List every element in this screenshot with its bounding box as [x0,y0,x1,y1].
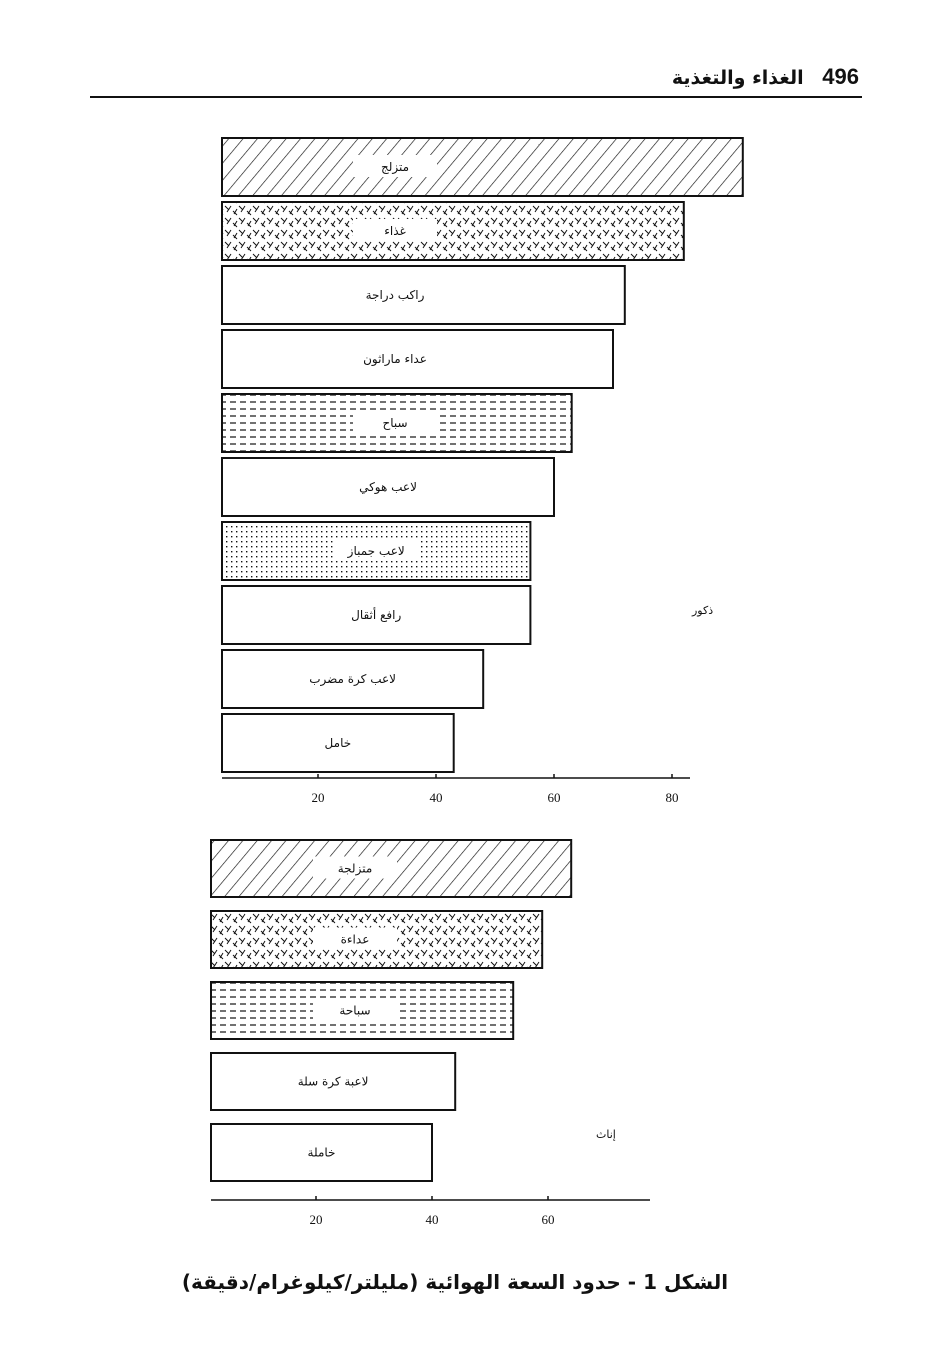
group-label-females: إناث [596,1128,616,1141]
x-tick-label: 40 [426,1212,439,1227]
bar-label: رافع أثقال [351,607,401,623]
bar-label: متزلجة [338,862,373,877]
x-tick-label: 60 [548,790,561,805]
bar [210,1052,457,1111]
chart-panel-0: متزلج غذاء راكب دراجة عداء ماراثون سباح لاعب … [221,137,744,805]
bar-label: خاملة [308,1146,336,1160]
bar-label: لاعبة كرة سلة [298,1075,369,1090]
bar [221,201,685,261]
group-label-males: ذكور [692,604,714,617]
chart-panel-1: متزلجة عداءة سباحة لاعبة كرة سلة خاملة 20 40 60 [210,839,650,1227]
bar-label-background [353,219,437,241]
bar-label: راكب دراجة [366,288,425,303]
bar-label: عداءة [341,933,370,947]
chapter-title: الغذاء والتغذية [671,67,804,89]
bar-label: عداء ماراثون [363,352,427,367]
bar [221,265,626,325]
bar [210,1123,433,1182]
x-tick-label: 60 [542,1212,555,1227]
bar-label-background [334,539,419,561]
header-rule [90,96,862,98]
bar-label-background [353,411,437,433]
bar-label-background [313,856,397,879]
x-tick-label: 80 [666,790,679,805]
page-number: 496 [822,64,859,89]
bar-label-background [313,927,397,950]
figure-caption: الشكل 1 - حدود السعة الهوائية (مليلتر/كي… [181,1270,729,1294]
bar-label: لاعب جمباز [347,544,405,559]
x-tick-label: 40 [430,790,443,805]
bar-label-background [313,998,397,1021]
bar [221,649,485,709]
bar-label: لاعب هوكي [359,480,417,495]
bar-label: سباحة [339,1004,370,1018]
bar [221,457,555,517]
page-header: 496 الغذاء والتغذية [672,64,859,90]
bar-label: لاعب كرة مضرب [309,672,396,687]
bar [221,585,532,645]
x-tick-label: 20 [312,790,325,805]
bar [221,137,744,197]
bar-label-background [353,155,437,177]
x-tick-label: 20 [310,1212,323,1227]
bar-label: متزلج [381,160,409,175]
bar [221,329,614,389]
bar-label: سباح [382,416,407,430]
bar-label: غذاء [384,224,406,238]
bar [221,713,455,773]
bar-label: خامل [325,736,352,750]
